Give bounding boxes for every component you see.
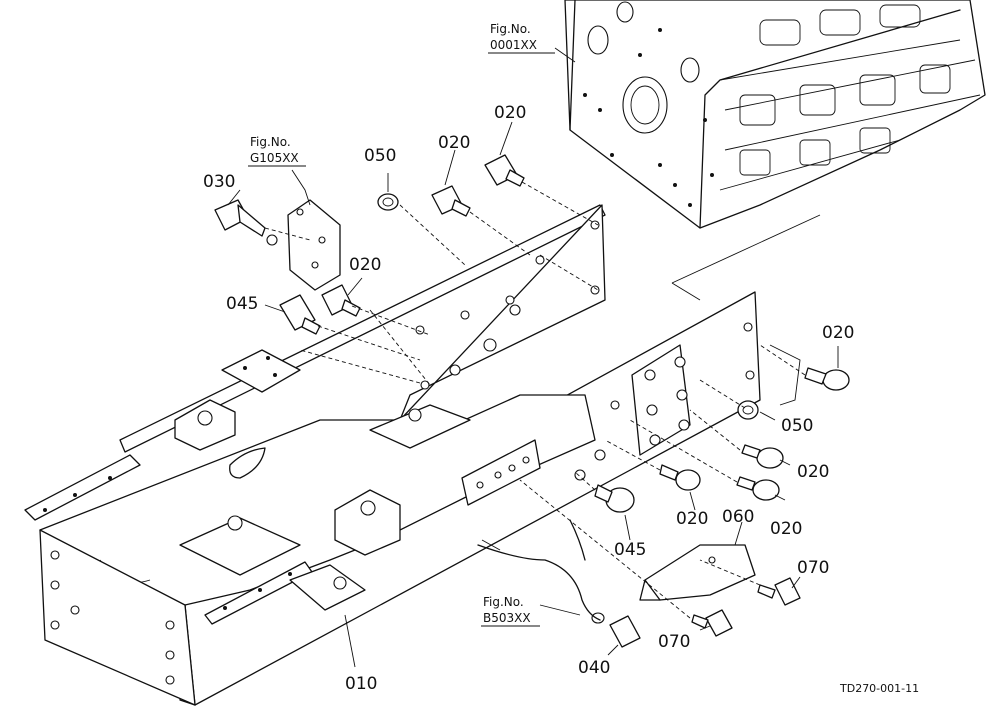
part-label-060: 060 bbox=[722, 507, 754, 527]
bracket-assembly bbox=[287, 199, 341, 291]
bolt-020-top-center bbox=[431, 185, 471, 217]
part-label-070-a: 070 bbox=[797, 558, 829, 578]
part-label-020-top-right: 020 bbox=[494, 103, 526, 123]
bolt-020-mid-left bbox=[321, 284, 361, 317]
part-label-020-top-center: 020 bbox=[438, 133, 470, 153]
washer-050-top bbox=[377, 193, 399, 211]
part-label-020-mid-left: 020 bbox=[349, 255, 381, 275]
figure-ref-bracket: Fig.No. G105XX bbox=[248, 135, 306, 167]
part-label-045-right: 045 bbox=[614, 540, 646, 560]
bolt-020-top-right bbox=[484, 154, 525, 187]
bolt-020-right-a bbox=[741, 444, 784, 469]
part-label-070-b: 070 bbox=[658, 632, 690, 652]
bracket-060 bbox=[639, 544, 756, 601]
bolt-020-right-b bbox=[736, 476, 780, 501]
part-labels: 030 050 020 020 020 045 020 050 020 020 … bbox=[203, 103, 854, 694]
bolt-070-b bbox=[691, 609, 733, 637]
bolt-020-right-c bbox=[659, 464, 701, 491]
part-label-040: 040 bbox=[578, 658, 610, 678]
figure-ref-harness-line2: B503XX bbox=[483, 611, 531, 625]
part-label-020-right-far: 020 bbox=[822, 323, 854, 343]
part-label-050-right: 050 bbox=[781, 416, 813, 436]
figure-ref-engine: Fig.No. 0001XX bbox=[488, 22, 555, 54]
harness-wire bbox=[477, 519, 601, 621]
figure-ref-harness-line1: Fig.No. bbox=[483, 595, 524, 609]
bolt-045-right bbox=[594, 484, 635, 513]
part-label-020-right-a: 020 bbox=[797, 462, 829, 482]
main-frame bbox=[24, 204, 761, 706]
bolt-020-right-far bbox=[804, 367, 850, 391]
part-label-030: 030 bbox=[203, 172, 235, 192]
assembly-lines bbox=[264, 181, 806, 619]
figure-ref-harness: Fig.No. B503XX bbox=[481, 595, 540, 627]
figure-ref-bracket-line1: Fig.No. bbox=[250, 135, 291, 149]
part-label-045-left: 045 bbox=[226, 294, 258, 314]
bolt-070-a bbox=[757, 577, 801, 606]
part-label-020-right-b: 020 bbox=[770, 519, 802, 539]
figure-ref-engine-line1: Fig.No. bbox=[490, 22, 531, 36]
bolt-040 bbox=[591, 612, 641, 648]
figure-ref-engine-line2: 0001XX bbox=[490, 38, 537, 52]
part-label-010: 010 bbox=[345, 674, 377, 694]
drawing-code: TD270-001-11 bbox=[839, 682, 919, 695]
bolt-045-left bbox=[279, 294, 321, 335]
washer-050-right bbox=[737, 400, 759, 420]
bolt-030 bbox=[214, 199, 278, 246]
part-label-020-right-c: 020 bbox=[676, 509, 708, 529]
leader-lines bbox=[227, 47, 839, 668]
part-label-050-top: 050 bbox=[364, 146, 396, 166]
engine-block bbox=[564, 0, 986, 229]
figure-ref-bracket-line2: G105XX bbox=[250, 151, 299, 165]
